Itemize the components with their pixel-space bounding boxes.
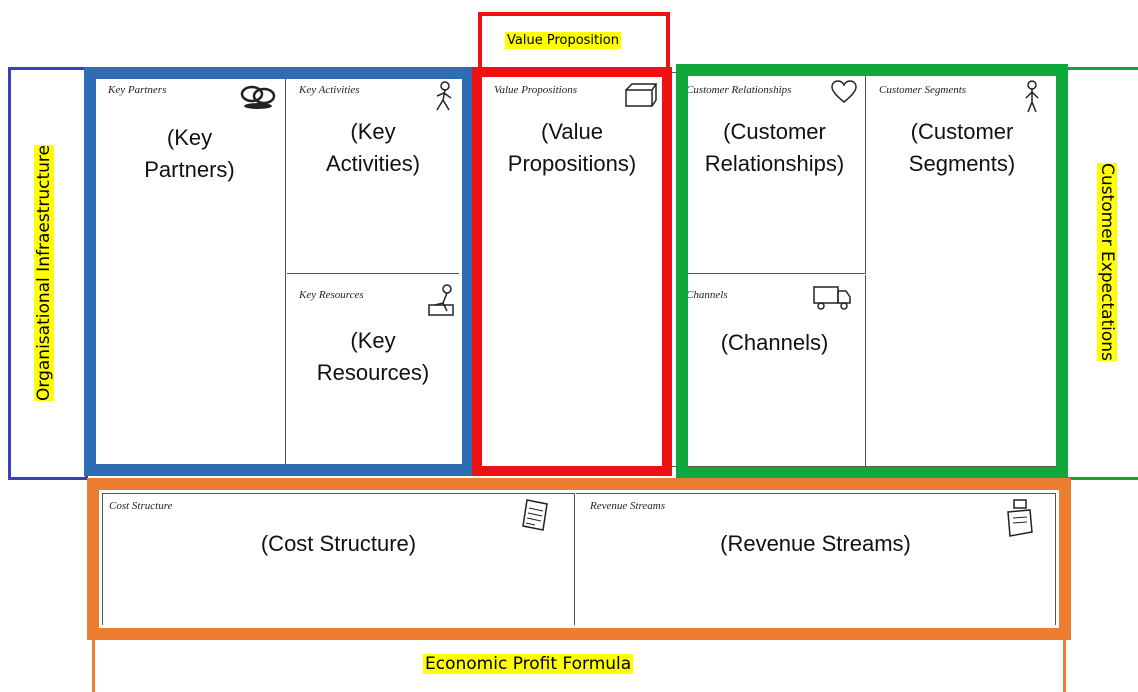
key-resources-block: Key Resources (Key Resources) <box>287 275 459 466</box>
key-partners-text: (Key Partners) <box>144 125 235 182</box>
cash-register-icon <box>1007 499 1033 537</box>
value-propositions-text: (Value Propositions) <box>507 119 637 176</box>
revenue-streams-block: Revenue Streams (Revenue Streams) <box>576 493 1056 625</box>
key-activities-tag: Key Activities <box>299 84 360 96</box>
channels-tag: Channels <box>686 289 728 301</box>
cost-structure-text: (Cost Structure) <box>260 531 417 556</box>
value-proposition-group-frame <box>472 67 672 476</box>
channels-block: Channels (Channels) <box>684 275 866 466</box>
customer-segments-tag: Customer Segments <box>879 84 967 96</box>
gift-box-icon <box>625 83 658 107</box>
cost-structure-block: Cost Structure (Cost Structure) <box>102 493 575 625</box>
heart-icon <box>831 80 857 103</box>
economic-profit-frame <box>92 632 1066 692</box>
revenue-streams-text: (Revenue Streams) <box>720 531 911 556</box>
key-partners-tag: Key Partners <box>108 84 167 96</box>
value-propositions-tag: Value Propositions <box>494 84 578 96</box>
revenue-streams-tag: Revenue Streams <box>590 500 666 512</box>
channels-text: (Channels) <box>720 330 829 355</box>
key-resources-tag: Key Resources <box>299 289 364 301</box>
customer-segments-text: (Customer Segments) <box>908 119 1016 176</box>
factory-worker-icon <box>428 284 454 316</box>
customer-relationships-block: Customer Relationships (Customer Relatio… <box>684 74 866 274</box>
cost-structure-tag: Cost Structure <box>109 500 173 512</box>
economic-profit-formula-label: Economic Profit Formula <box>423 654 634 674</box>
truck-icon <box>813 286 851 310</box>
finance-group-frame <box>87 478 1071 640</box>
canvas-grid <box>92 72 1066 467</box>
customer-relationships-tag: Customer Relationships <box>686 84 792 96</box>
worker-icon <box>436 81 452 111</box>
key-activities-block: Key Activities (Key Activities) <box>287 74 459 274</box>
key-partners-block: Key Partners (Key Partners) <box>94 74 286 466</box>
customer-relationships-text: (Customer Relationships) <box>704 119 845 176</box>
key-activities-text: (Key Activities) <box>325 119 421 176</box>
customer-group-frame <box>676 64 1068 479</box>
key-resources-text: (Key Resources) <box>316 328 430 385</box>
customer-segments-block: Customer Segments (Customer Segments) <box>867 74 1057 466</box>
receipt-icon <box>522 499 548 531</box>
chain-link-icon <box>240 85 276 109</box>
value-proposition-label: Value Proposition <box>505 32 621 49</box>
infrastructure-group-frame <box>84 67 474 476</box>
organisational-infrastructure-label: Organisational Infraestructure <box>34 145 54 401</box>
customer-expectations-label: Customer Expectations <box>1097 163 1117 361</box>
value-proposition-header-frame <box>478 12 670 74</box>
person-icon <box>1025 80 1039 113</box>
value-propositions-block: Value Propositions (Value Propositions) <box>482 74 662 466</box>
